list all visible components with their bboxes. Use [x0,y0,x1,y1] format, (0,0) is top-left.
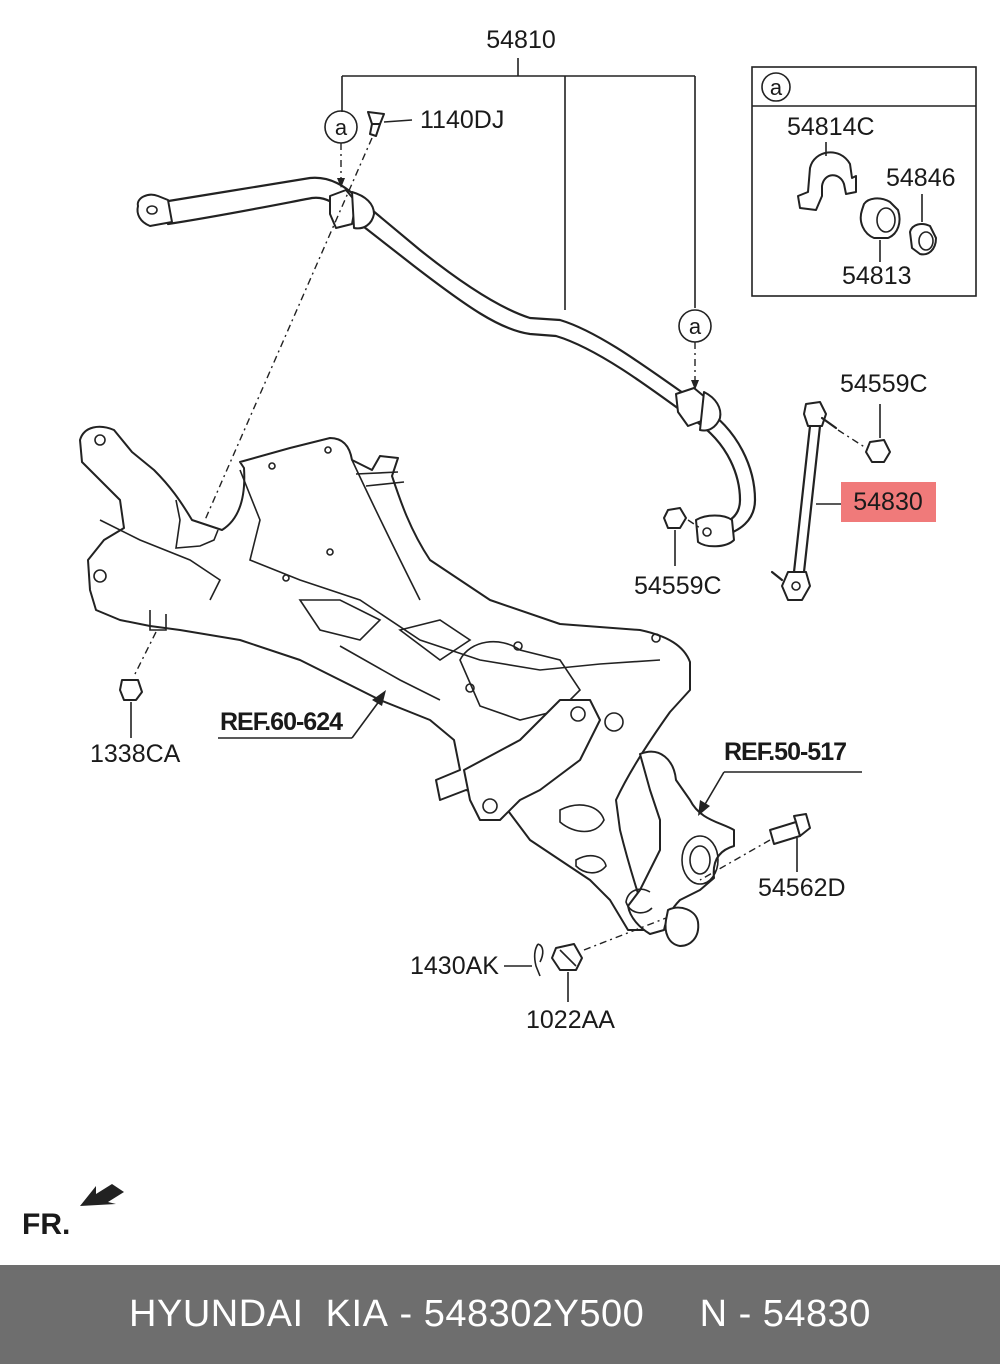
control-arm-and-knuckle [463,699,735,947]
label-fr: FR. [22,1208,70,1241]
stabilizer-link-54830 [770,401,842,601]
label-1430AK: 1430AK [410,952,499,980]
label-54559C-bottom: 54559C [634,572,722,600]
subframe [79,425,691,931]
parts-diagram: 54810 a a 1140DJ a [22,26,977,1241]
detail-box-a: a [751,66,977,297]
footer-ref: N - 54830 [699,1293,871,1335]
bolt-54562D-icon [699,813,811,881]
footer-bar: HYUNDAI KIA - 548302Y500 N - 54830 [0,1265,1000,1364]
ref-60-624: REF.60-624 [220,708,343,736]
castle-nut-1022AA-icon [551,917,667,1002]
footer-separator: - [388,1293,424,1335]
ref-50-517-leader [698,771,862,816]
ref-50-517: REF.50-517 [724,738,846,766]
bolt-1140DJ-icon [204,111,413,521]
callout-a-right: a [678,309,712,390]
label-54830: 54830 [853,488,923,516]
label-54846: 54846 [886,164,956,192]
ref-60-624-leader [218,690,386,739]
leader-54810 [341,58,696,310]
label-1022AA: 1022AA [526,1006,615,1034]
nut-54559C-bottom-icon [663,507,701,566]
nut-54559C-top-icon [837,404,891,463]
label-54814C: 54814C [787,113,875,141]
cotter-pin-1430AK-icon [504,943,544,977]
svg-text:a: a [335,115,348,140]
front-arrow-icon [80,1184,124,1206]
footer-brand: HYUNDAI KIA [129,1293,389,1335]
callout-a-left: a [324,110,358,188]
label-1338CA: 1338CA [90,740,181,768]
label-1140DJ: 1140DJ [420,106,504,134]
footer-gap [644,1293,699,1336]
stabilizer-bar [136,176,757,548]
label-54562D: 54562D [758,874,846,902]
label-54559C-top: 54559C [840,370,928,398]
footer-part-number: 548302Y500 [423,1293,645,1335]
svg-text:a: a [689,314,702,339]
highlight-54830 [841,482,936,522]
label-54813: 54813 [842,262,912,290]
svg-text:a: a [770,75,783,100]
nut-1338CA-icon [119,631,157,738]
label-54810: 54810 [486,26,556,54]
